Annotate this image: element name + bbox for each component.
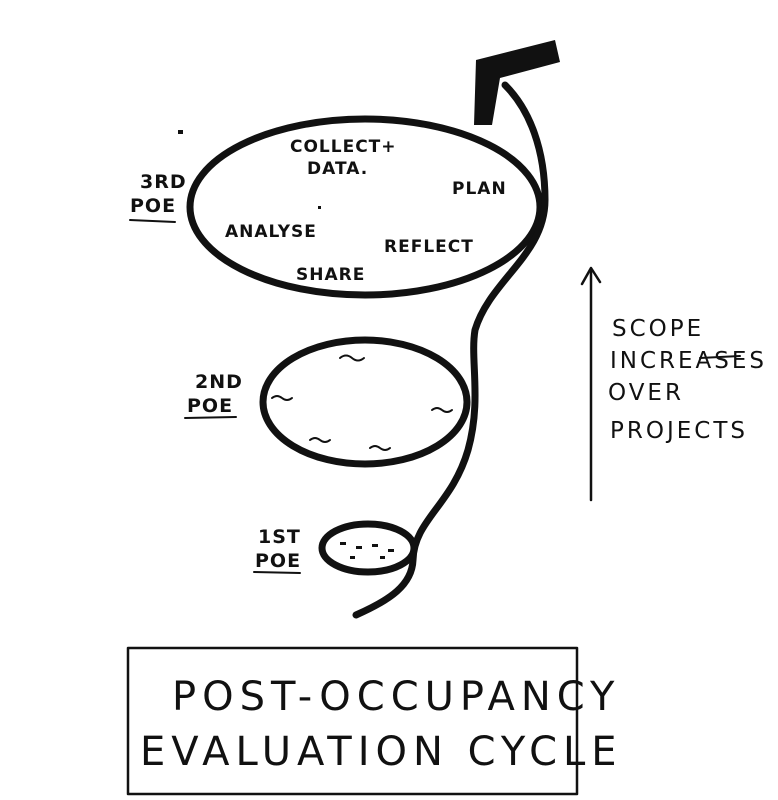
- share-label: SHARE: [296, 265, 365, 285]
- scope-strike: [699, 355, 741, 359]
- stage-1-line1: 1ST: [258, 526, 301, 548]
- data-label: DATA.: [307, 159, 368, 179]
- stage-2-underline: [184, 416, 237, 419]
- stage-2-line1: 2ND: [195, 371, 243, 393]
- title-line-2: EVALUATION CYCLE: [140, 729, 623, 775]
- stray-mark: [178, 130, 183, 134]
- spiral-path: [352, 81, 549, 619]
- title-box: [126, 646, 579, 796]
- plan-label: PLAN: [452, 179, 507, 199]
- stage-1-underline: [253, 571, 301, 574]
- scope-line-2: INCREASES: [610, 348, 767, 374]
- stage-3-line1: 3RD: [140, 171, 187, 193]
- collect-label: COLLECT+: [290, 137, 397, 157]
- second-poe-marks: [271, 354, 453, 451]
- stage-2-line2: POE: [187, 395, 233, 417]
- scope-arrow-head: [580, 266, 602, 286]
- stage-3-line2: POE: [130, 195, 176, 217]
- reflect-label: REFLECT: [384, 237, 474, 257]
- scope-line-3: OVER: [608, 380, 684, 406]
- stray-mark: [318, 206, 321, 209]
- scope-line-4: PROJECTS: [610, 418, 748, 444]
- title-line-1: POST-OCCUPANCY: [172, 674, 620, 720]
- stage-1-line2: POE: [255, 550, 301, 572]
- scope-line-1: SCOPE: [612, 316, 704, 342]
- first-poe-marks: [340, 542, 394, 559]
- stage-3-underline: [129, 219, 176, 223]
- analyse-label: ANALYSE: [225, 222, 317, 242]
- third-poe-loop: [186, 115, 544, 299]
- first-poe-loop: [318, 520, 418, 576]
- arrow-head: [474, 40, 560, 125]
- second-poe-loop: [259, 336, 471, 468]
